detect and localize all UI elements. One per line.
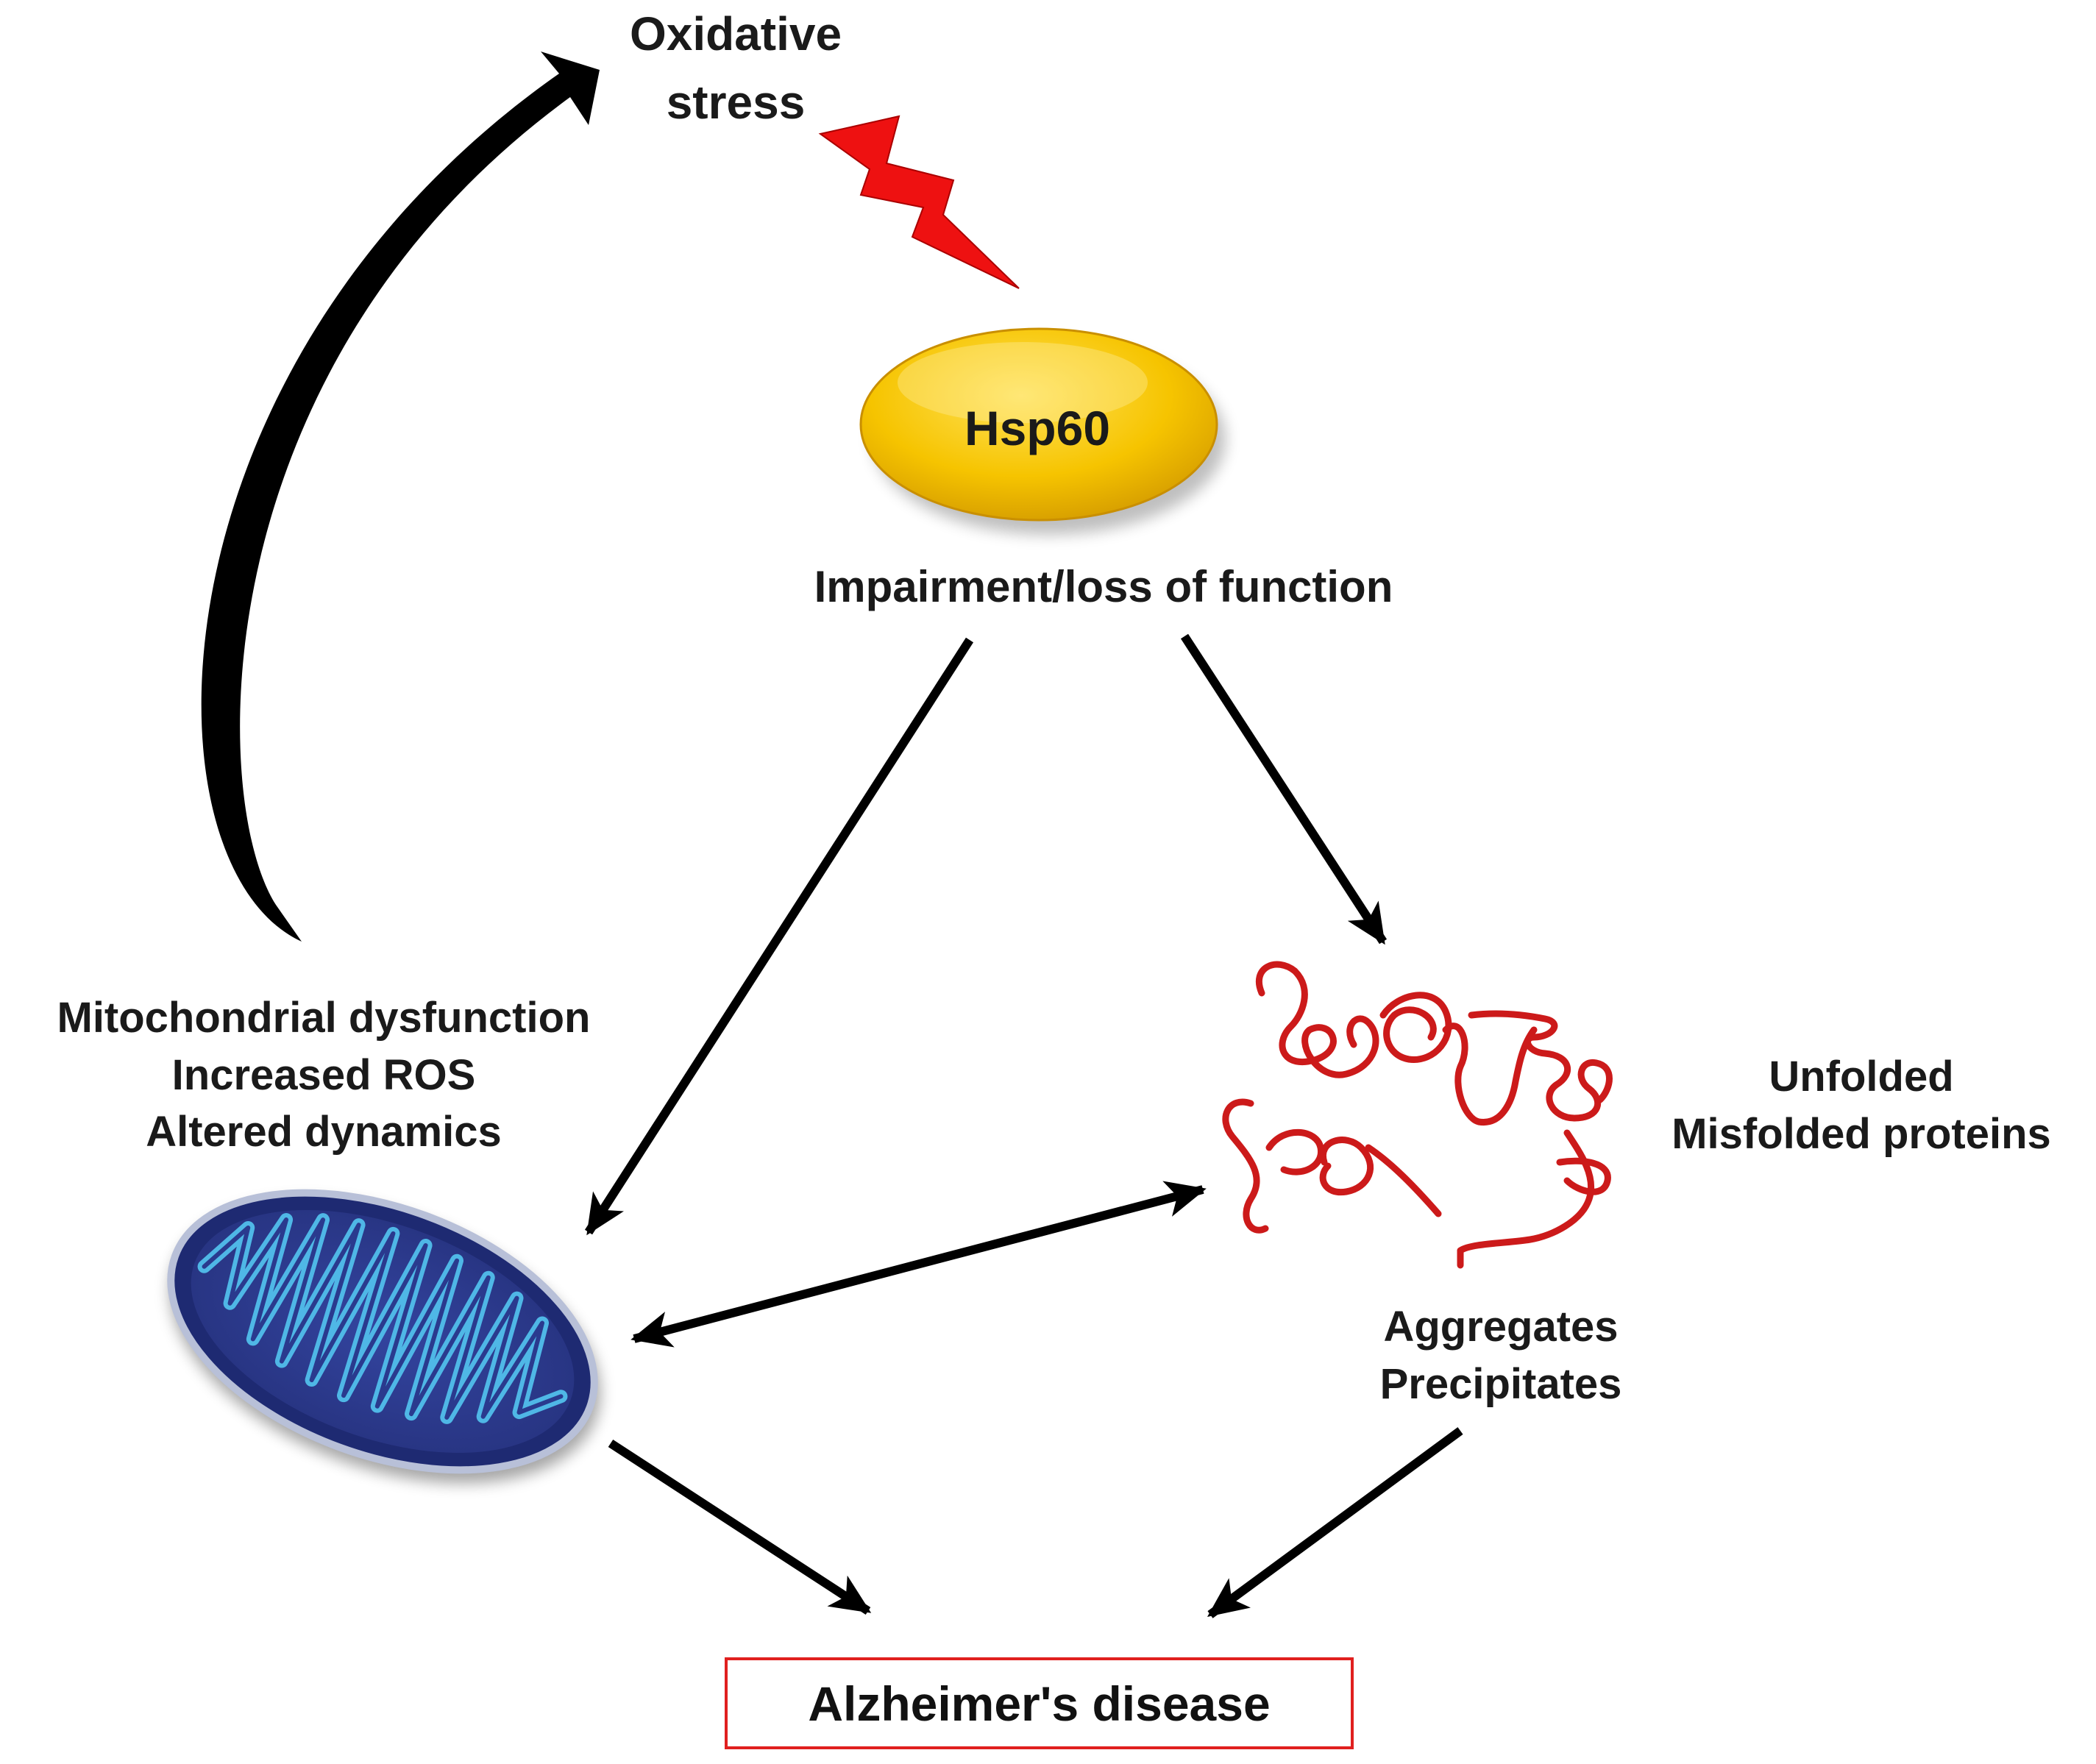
mitochondrion-icon (167, 1189, 600, 1484)
edge-mito-to-alzheimers (608, 1439, 872, 1615)
alzheimers-box (725, 1657, 1354, 1749)
unfolded-proteins-label: Unfolded Misfolded proteins (1672, 1053, 2051, 1158)
hsp60-node (859, 327, 1226, 535)
aggregates-label: Aggregates Precipitates (1379, 1303, 1622, 1408)
lightning-bolt-icon (818, 115, 1020, 289)
oxidative-stress-label: Oxidative stress (629, 7, 842, 129)
misfolded-protein-icon (1222, 961, 1613, 1269)
edge-impairment-to-mitochondria (584, 637, 974, 1236)
edge-impairment-to-unfolded (1180, 633, 1388, 945)
impairment-label: Impairment/loss of function (814, 562, 1393, 611)
alzheimers-label: Alzheimer's disease (808, 1676, 1271, 1731)
edge-mito-to-oxidative (201, 51, 600, 942)
hsp60-label: Hsp60 (964, 401, 1111, 455)
edge-mito-unfolded-bidirectional (630, 1181, 1207, 1348)
mitochondria-label: Mitochondrial dysfunction Increased ROS … (57, 994, 591, 1156)
edge-aggregates-to-alzheimers (1207, 1427, 1463, 1618)
